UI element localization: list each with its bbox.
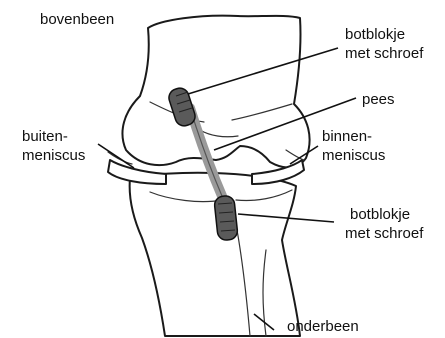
label-tendon: pees — [362, 91, 395, 108]
label-upper-block-line2: met schroef — [345, 45, 424, 62]
label-lower-block-line1: botblokje — [350, 206, 410, 223]
tibia-bone — [130, 173, 300, 336]
label-tibia: onderbeen — [287, 318, 359, 335]
label-medial-meniscus-line2: meniscus — [322, 147, 385, 164]
lower-bone-block-screw — [214, 195, 238, 241]
label-medial-meniscus-line1: binnen- — [322, 128, 372, 145]
label-upper-block-line1: botblokje — [345, 26, 405, 43]
label-femur: bovenbeen — [40, 11, 114, 28]
femur-bone — [122, 16, 309, 168]
label-lateral-meniscus-line1: buiten- — [22, 128, 68, 145]
label-lateral-meniscus-line2: meniscus — [22, 147, 85, 164]
label-lower-block-line2: met schroef — [345, 225, 424, 242]
